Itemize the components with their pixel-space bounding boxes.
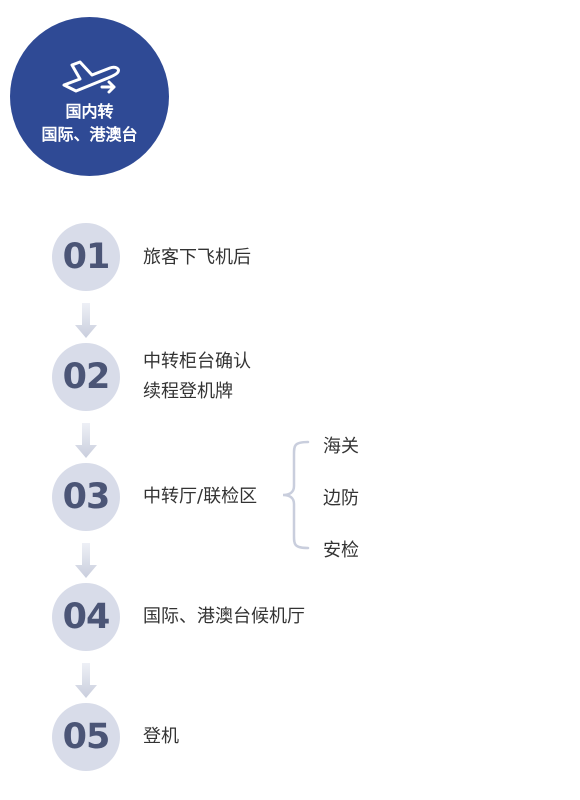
badge-line1: 国内转 (65, 102, 114, 121)
step-circle: 05 (52, 703, 120, 771)
step-number: 01 (62, 237, 111, 277)
step-label: 中转厅/联检区 (143, 486, 258, 507)
step-circle: 02 (52, 343, 120, 411)
down-arrow-icon (75, 303, 97, 338)
down-arrow-icon (75, 423, 97, 458)
step-circle: 04 (52, 583, 120, 651)
badge-line2: 国际、港澳台 (41, 125, 138, 144)
step-label: 国际、港澳台候机厅 (143, 606, 305, 627)
branch-customs: 海关 (323, 436, 359, 457)
step-number: 05 (62, 717, 111, 757)
step-label: 登机 (143, 726, 179, 747)
down-arrow-icon (75, 663, 97, 698)
airplane-icon (62, 60, 120, 94)
step-text: 国际、港澳台候机厅 (143, 602, 305, 632)
step-label: 旅客下飞机后 (143, 247, 251, 268)
step-text: 旅客下飞机后 (143, 243, 251, 273)
brace-connector (282, 440, 310, 550)
step-text: 登机 (143, 722, 179, 752)
down-arrow-icon (75, 543, 97, 578)
step-circle: 03 (52, 463, 120, 531)
step-number: 03 (62, 477, 111, 517)
step-number: 04 (62, 597, 111, 637)
step-label: 中转柜台确认 (143, 351, 251, 372)
branch-border: 边防 (323, 488, 359, 509)
branch-security: 安检 (323, 540, 359, 561)
step-text: 中转厅/联检区 (143, 482, 257, 512)
step-label: 续程登机牌 (143, 381, 233, 402)
step-circle: 01 (52, 223, 120, 291)
route-badge: 国内转 国际、港澳台 (10, 17, 169, 176)
step-text: 中转柜台确认 续程登机牌 (143, 347, 251, 407)
step-number: 02 (62, 357, 111, 397)
